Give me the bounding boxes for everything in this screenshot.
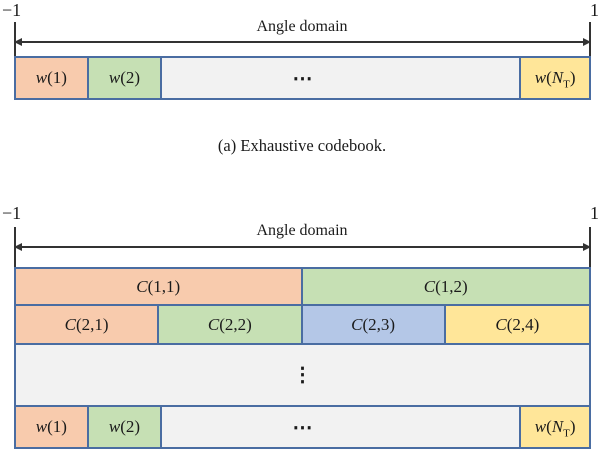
segment-w2-label: w(2): [108, 417, 141, 436]
arrow-end-tick-left-a: [14, 22, 16, 56]
segment-w2-label: w(2): [108, 68, 141, 87]
axis-left-label-a: −1: [2, 0, 22, 20]
segment-c24: C(2,4): [445, 306, 589, 343]
ellipsis-row: ⋮: [16, 345, 589, 407]
vertical-ellipsis: ⋮: [292, 364, 313, 386]
level-1-row: C(1,1) C(1,2): [16, 269, 589, 306]
segment-w1-label: w(1): [35, 68, 67, 87]
exhaustive-codebook-bar: w(1) w(2) w(NT) ⋯: [14, 56, 591, 100]
angle-domain-arrow-a: [14, 38, 591, 46]
segment-w2: w(2): [88, 58, 163, 98]
segment-w1-label: w(1): [35, 417, 67, 436]
segment-c24-label: C(2,4): [495, 314, 540, 334]
segment-c22: C(2,2): [159, 306, 303, 343]
segment-c23-label: C(2,3): [351, 314, 396, 334]
arrow-end-tick-right-a: [589, 22, 591, 56]
segment-w1: w(1): [16, 58, 89, 98]
segment-ellipsis: [162, 407, 522, 447]
arrow-right-head-icon: [583, 243, 591, 251]
segment-w1: w(1): [16, 407, 89, 447]
arrow-line: [22, 41, 583, 43]
axis-title-b: Angle domain: [256, 222, 348, 239]
segment-wNT-label: w(NT): [534, 417, 576, 440]
axis-left-label-b: −1: [2, 203, 22, 223]
segment-wNT: w(NT): [521, 407, 589, 447]
caption-a: (a) Exhaustive codebook.: [217, 136, 387, 155]
arrow-left-head-icon: [14, 38, 22, 46]
segment-c11: C(1,1): [16, 269, 303, 304]
arrow-right-head-icon: [583, 38, 591, 46]
angle-domain-arrow-b: [14, 243, 591, 251]
level-2-row: C(2,1) C(2,2) C(2,3) C(2,4): [16, 306, 589, 345]
arrow-line: [22, 246, 583, 248]
codeword-row-a: w(1) w(2) w(NT) ⋯: [16, 58, 589, 98]
axis-right-label-b: 1: [590, 203, 599, 223]
segment-w2: w(2): [88, 407, 163, 447]
axis-right-label-a: 1: [590, 0, 599, 20]
segment-c21: C(2,1): [16, 306, 160, 343]
segment-wNT-label: w(NT): [534, 68, 576, 91]
segment-ellipsis: [162, 58, 522, 98]
codeword-row-b: w(1) w(2) w(NT) ⋯: [16, 407, 589, 447]
segment-c12-label: C(1,2): [423, 276, 468, 296]
arrow-end-tick-right-b: [589, 227, 591, 267]
arrow-left-head-icon: [14, 243, 22, 251]
segment-c23: C(2,3): [302, 306, 446, 343]
segment-c12: C(1,2): [302, 269, 589, 304]
axis-title-a: Angle domain: [256, 18, 348, 35]
segment-c21-label: C(2,1): [64, 314, 109, 334]
hierarchical-codebook-bar: C(1,1) C(1,2) C(2,1) C(2,2) C(2,3) C(2,4…: [14, 267, 591, 449]
segment-c11-label: C(1,1): [136, 276, 181, 296]
segment-wNT: w(NT): [521, 58, 589, 98]
arrow-end-tick-left-b: [14, 227, 16, 267]
segment-vdots: ⋮: [16, 345, 589, 405]
segment-c22-label: C(2,2): [207, 314, 252, 334]
